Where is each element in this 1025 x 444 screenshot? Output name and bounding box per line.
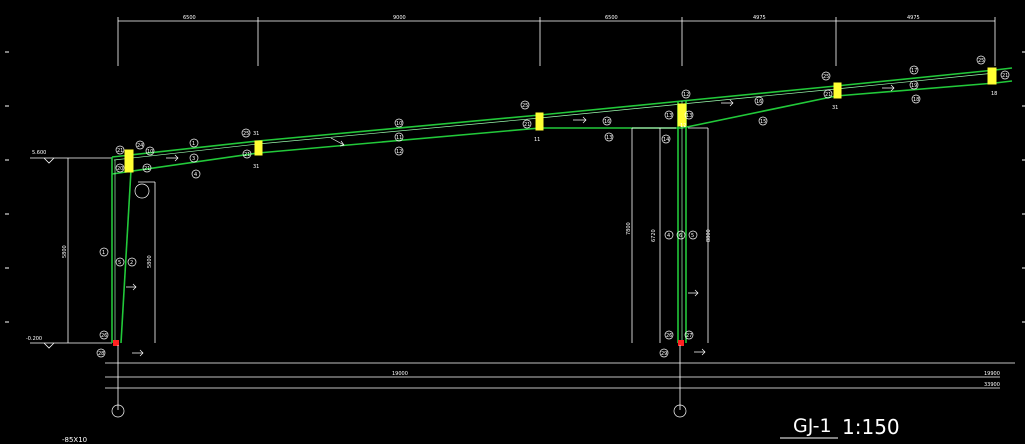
top-dimension-line: 6500 9000 6500 4975 4975 — [117, 15, 996, 66]
member-mark: 5 — [118, 260, 121, 266]
member-mark: 13 — [606, 135, 612, 141]
member-mark: 29 — [661, 351, 667, 357]
member-mark: 13 — [686, 113, 692, 119]
member-mark: 11 — [396, 135, 402, 141]
bottom-left-note: -85X10 — [62, 436, 87, 444]
mid-column-label-3: 8800 — [706, 229, 712, 242]
connection-nodes: 31 31 11 12 31 18 — [113, 67, 997, 346]
member-mark: 25 — [243, 131, 249, 137]
node-label-2: 31 — [253, 131, 259, 137]
axis-markers — [111, 404, 687, 418]
member-mark: 19 — [911, 83, 917, 89]
member-mark: 3 — [192, 156, 195, 162]
member-mark: 16 — [756, 99, 762, 105]
member-mark: 16 — [604, 119, 610, 125]
bottom-dimension-lines: 19000 19900 33900 — [105, 345, 1015, 410]
member-mark: 15 — [760, 119, 766, 125]
roof-rafter — [111, 67, 1013, 175]
member-mark: 26 — [101, 333, 107, 339]
base-elevation: -0.200 — [26, 336, 42, 342]
member-mark: 18 — [913, 97, 919, 103]
top-dim-3: 6500 — [605, 15, 618, 21]
member-mark: 24 — [137, 143, 143, 149]
column-height-dim: 5800 — [62, 245, 68, 258]
member-mark: 10 — [396, 121, 402, 127]
overall-dim: 33900 — [984, 382, 1000, 388]
eave-elevation: 5.600 — [32, 150, 46, 156]
member-mark: 21 — [244, 152, 250, 158]
left-column-label: 5800 — [147, 255, 153, 268]
span-left-dim: 19000 — [392, 371, 408, 377]
member-mark: 21 — [1002, 73, 1008, 79]
span-right-dim: 19900 — [984, 371, 1000, 377]
left-column: 5800 — [111, 157, 156, 344]
member-mark: 25 — [823, 74, 829, 80]
top-dim-4: 4975 — [753, 15, 766, 21]
node-label-5: 31 — [832, 105, 838, 111]
node-label-6: 18 — [991, 91, 997, 97]
member-mark: 21 — [117, 148, 123, 154]
member-mark: 25 — [978, 58, 984, 64]
mid-column-label-1: 7800 — [626, 222, 632, 235]
member-mark: 1 — [102, 250, 105, 256]
section-arrows — [126, 84, 895, 357]
member-mark: 20 — [117, 166, 123, 172]
member-mark: 28 — [98, 351, 104, 357]
member-mark: 6 — [679, 233, 682, 239]
node-label-1: 31 — [253, 164, 259, 170]
member-mark: 2 — [130, 260, 133, 266]
member-mark: 4 — [194, 172, 197, 178]
top-dim-1: 6500 — [183, 15, 196, 21]
member-mark: 1 — [192, 141, 195, 147]
member-mark-bubbles: 21 20 24 10 21 1 3 4 25 21 10 11 12 25 2… — [96, 55, 1010, 358]
middle-column: 7800 6720 8800 — [626, 101, 712, 343]
mid-column-label-2: 6720 — [651, 229, 657, 242]
top-dim-5: 4975 — [907, 15, 920, 21]
drawing-scale: 1:150 — [842, 415, 900, 439]
member-mark: 25 — [522, 103, 528, 109]
drawing-title: GJ-1 — [793, 415, 832, 437]
member-mark: 21 — [825, 92, 831, 98]
member-mark: 17 — [911, 68, 917, 74]
member-mark: 4 — [667, 233, 670, 239]
node-label-3: 11 — [534, 137, 540, 143]
member-mark: 12 — [396, 149, 402, 155]
title-block: GJ-1 1:150 -85X10 — [62, 415, 900, 444]
member-mark: 12 — [683, 92, 689, 98]
member-mark: 21 — [524, 122, 530, 128]
node-label-4: 12 — [680, 123, 686, 129]
member-mark: 14 — [663, 137, 669, 143]
member-mark: 21 — [144, 166, 150, 172]
member-mark: 26 — [666, 333, 672, 339]
member-mark: 5 — [691, 233, 694, 239]
member-mark: 10 — [147, 149, 153, 155]
member-mark: 13 — [666, 113, 672, 119]
member-mark: 27 — [686, 333, 692, 339]
top-dim-2: 9000 — [393, 15, 406, 21]
elevation-marks: 5.600 -0.200 5800 — [26, 150, 112, 349]
